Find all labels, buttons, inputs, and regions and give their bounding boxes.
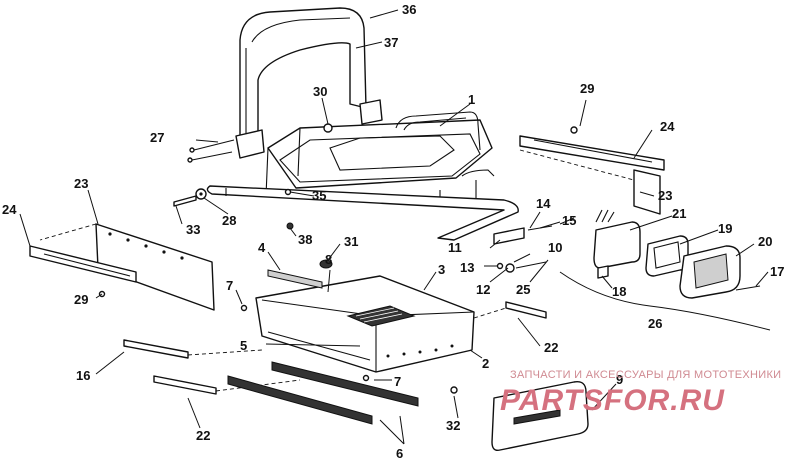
license-plate xyxy=(491,381,589,452)
tool-box xyxy=(255,275,475,373)
label-28: 28 xyxy=(222,213,236,228)
right-side-panel xyxy=(519,149,661,215)
box-hinge-strip xyxy=(267,269,323,289)
label-21: 21 xyxy=(672,206,686,221)
strip-22-right xyxy=(473,301,547,319)
label-33: 33 xyxy=(186,222,200,237)
label-7-bottom: 7 xyxy=(394,374,401,389)
label-18: 18 xyxy=(612,284,626,299)
watermark: ЗАПЧАСТИ И АКСЕССУАРЫ ДЛЯ МОТОТЕХНИКИ PA… xyxy=(500,369,781,417)
label-16: 16 xyxy=(76,368,90,383)
label-29-top: 29 xyxy=(580,81,594,96)
label-29-left: 29 xyxy=(74,292,88,307)
watermark-tagline: ЗАПЧАСТИ И АКСЕССУАРЫ ДЛЯ МОТОТЕХНИКИ xyxy=(510,369,781,381)
label-23-right: 23 xyxy=(658,188,672,203)
label-22-right: 22 xyxy=(544,340,558,355)
leader-lines xyxy=(19,9,771,445)
label-13: 13 xyxy=(460,260,474,275)
label-30: 30 xyxy=(313,84,327,99)
label-24-right: 24 xyxy=(660,119,675,134)
label-17: 17 xyxy=(770,264,784,279)
bulb-socket xyxy=(597,265,609,279)
box-vent-plate xyxy=(346,305,416,327)
label-8: 8 xyxy=(325,252,332,267)
label-25: 25 xyxy=(516,282,530,297)
light-bracket xyxy=(593,209,641,269)
label-6: 6 xyxy=(396,446,403,461)
label-3: 3 xyxy=(438,262,445,277)
part-labels: 36 37 1 30 27 29 24 23 23 24 35 28 33 38… xyxy=(2,2,784,461)
label-4: 4 xyxy=(258,240,266,255)
label-12: 12 xyxy=(476,282,490,297)
label-36: 36 xyxy=(402,2,416,17)
left-side-panel xyxy=(39,223,215,311)
label-7-top: 7 xyxy=(226,278,233,293)
right-rail-strip xyxy=(519,135,665,171)
label-14: 14 xyxy=(536,196,551,211)
label-26: 26 xyxy=(648,316,662,331)
rack-runner xyxy=(206,185,519,241)
backrest-pad xyxy=(239,7,367,141)
label-20: 20 xyxy=(758,234,772,249)
label-15: 15 xyxy=(562,213,576,228)
label-38: 38 xyxy=(298,232,312,247)
label-19: 19 xyxy=(718,221,732,236)
bottom-strip-16 xyxy=(123,339,263,359)
left-rail-strip xyxy=(29,245,137,283)
label-22-left: 22 xyxy=(196,428,210,443)
light-housing xyxy=(679,245,741,299)
label-2: 2 xyxy=(482,356,489,371)
label-23-left: 23 xyxy=(74,176,88,191)
runner-strips-6 xyxy=(227,361,419,425)
label-11: 11 xyxy=(448,240,462,255)
label-1: 1 xyxy=(468,92,475,107)
rack-frame xyxy=(265,111,495,206)
label-5: 5 xyxy=(240,338,247,353)
label-24-left: 24 xyxy=(2,202,17,217)
label-31: 31 xyxy=(344,234,358,249)
label-9: 9 xyxy=(616,372,623,387)
label-35: 35 xyxy=(312,188,326,203)
backrest-brackets xyxy=(235,99,383,159)
label-37: 37 xyxy=(384,35,398,50)
label-32: 32 xyxy=(446,418,460,433)
label-10: 10 xyxy=(548,240,562,255)
hardware xyxy=(98,123,761,394)
label-27: 27 xyxy=(150,130,164,145)
watermark-logo: PARTSFOR.RU xyxy=(500,384,725,417)
